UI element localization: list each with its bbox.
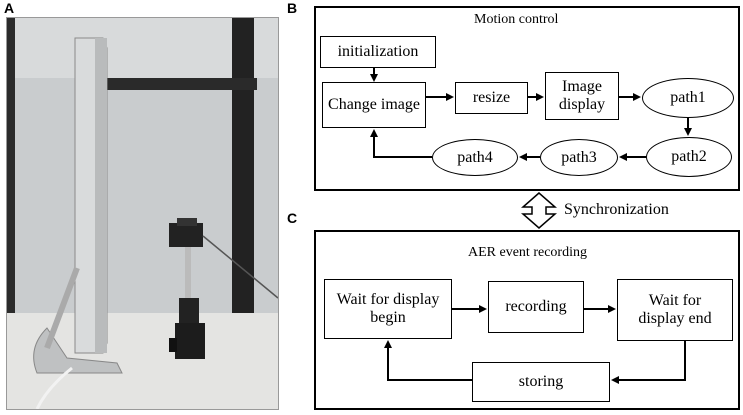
- aer-recording-frame: [314, 230, 740, 410]
- wait-end-box: Wait for display end: [617, 279, 733, 341]
- wait-begin-box: Wait for display begin: [324, 279, 452, 339]
- motion-control-frame: [314, 6, 740, 191]
- setup-photo-illustration: [7, 18, 278, 409]
- synchronization-label: Synchronization: [564, 201, 669, 218]
- recording-box: recording: [488, 281, 584, 333]
- image-display-box: Image display: [545, 72, 619, 120]
- aer-recording-title: AER event recording: [468, 245, 587, 260]
- path1-node: path1: [642, 78, 734, 118]
- panel-b-letter: B: [287, 0, 298, 16]
- panel-a-letter: A: [4, 0, 15, 16]
- initialization-box: initialization: [320, 36, 436, 68]
- resize-box: resize: [455, 82, 528, 114]
- path2-node: path2: [646, 137, 732, 177]
- storing-box: storing: [472, 362, 610, 402]
- setup-photo: [6, 17, 279, 410]
- panel-c-letter: C: [287, 210, 298, 226]
- path4-node: path4: [432, 139, 518, 176]
- path3-node: path3: [540, 139, 618, 176]
- change-image-box: Change image: [322, 82, 426, 128]
- motion-control-title: Motion control: [474, 12, 559, 27]
